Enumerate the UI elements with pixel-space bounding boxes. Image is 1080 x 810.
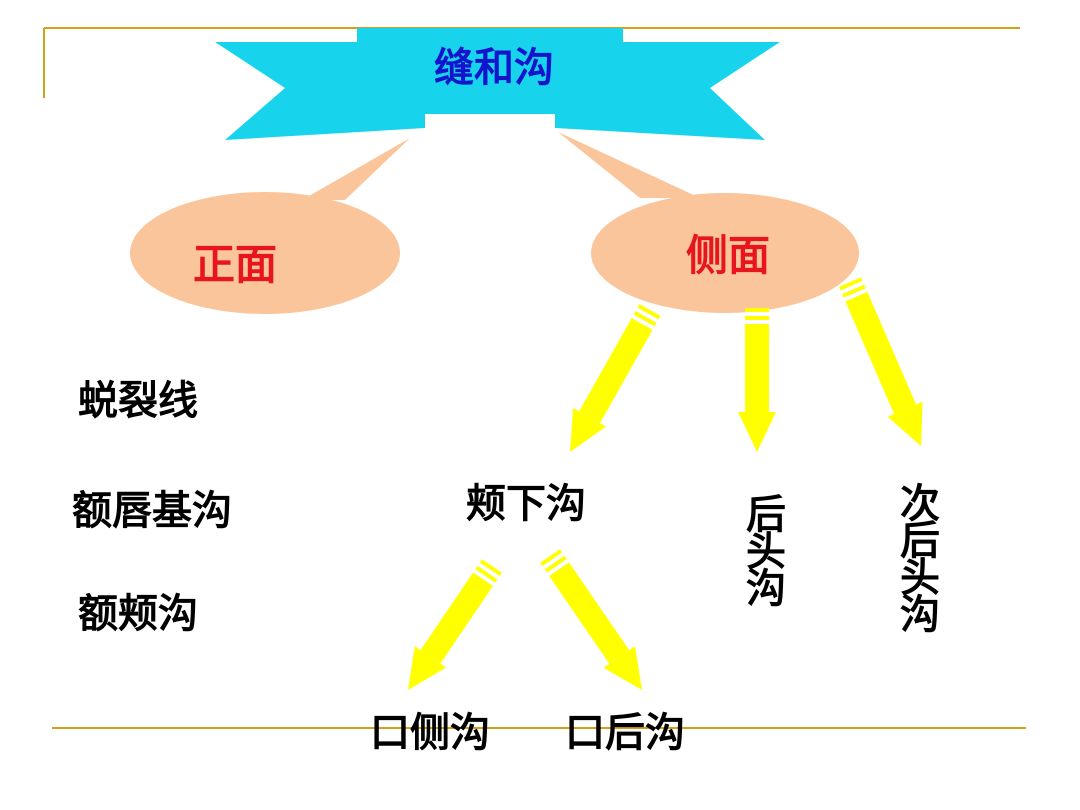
- arrow-stripe: [475, 565, 498, 583]
- side-label: 侧面: [686, 231, 771, 280]
- oval-side: [591, 193, 859, 313]
- arrow-head: [603, 646, 642, 690]
- arrow-stripe: [479, 559, 502, 577]
- arrow-shaft: [420, 572, 493, 664]
- arrow-shaft: [579, 318, 653, 424]
- side-child-2: 后头沟: [746, 492, 786, 612]
- arrow-stripe: [842, 284, 866, 298]
- arrow-head: [887, 401, 923, 446]
- arrow-stripe: [838, 277, 863, 291]
- arrow-stripe: [637, 304, 661, 320]
- arrow-stripe: [745, 308, 769, 312]
- arrow-to-side-child-1: [570, 304, 661, 452]
- arrow-shaft: [745, 324, 769, 412]
- arrow-to-side-child-3: [838, 277, 923, 446]
- side-child-3: 次后头沟: [900, 481, 940, 638]
- front-label: 正面: [193, 240, 278, 289]
- arrow-stripe: [540, 549, 563, 567]
- arrow-to-side-child-2: [738, 308, 776, 452]
- side-child-1: 颊下沟: [466, 481, 586, 527]
- arrow-stripe: [745, 316, 769, 320]
- arrow-to-subgena-child-2: [540, 549, 642, 690]
- front-item-2: 额唇基沟: [72, 488, 232, 534]
- arrow-shaft: [845, 291, 917, 415]
- callout-front: [302, 138, 410, 200]
- arrow-head: [738, 412, 776, 452]
- title-banner: [215, 28, 780, 140]
- subgena-child-2: 口后沟: [565, 710, 685, 756]
- arrow-head: [408, 646, 447, 690]
- arrow-head: [570, 407, 607, 452]
- front-item-1: 蜕裂线: [78, 378, 198, 424]
- front-item-3: 额颊沟: [78, 591, 198, 637]
- arrow-stripe: [633, 311, 657, 327]
- arrow-stripe: [544, 555, 567, 573]
- arrow-to-subgena-child-1: [408, 559, 502, 690]
- banner-shape: [215, 28, 780, 140]
- subgena-child-1: 口侧沟: [370, 710, 490, 756]
- arrows: [408, 277, 923, 690]
- callout-side: [558, 132, 700, 198]
- oval-front: [130, 192, 400, 314]
- arrow-shaft: [549, 562, 630, 664]
- diagram-title: 缝和沟: [434, 45, 554, 91]
